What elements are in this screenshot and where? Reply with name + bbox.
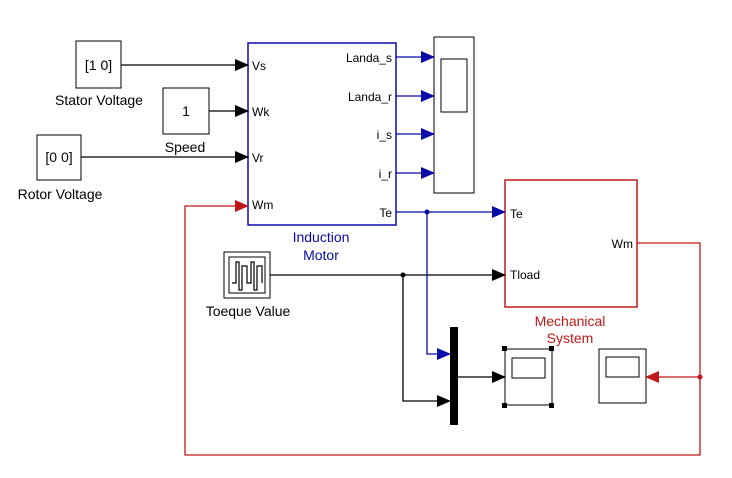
port-wk: Wk xyxy=(252,105,270,119)
port-landa-r: Landa_r xyxy=(348,90,392,104)
branch-point xyxy=(424,209,430,215)
stator-voltage-label: Stator Voltage xyxy=(55,92,143,108)
induction-motor-label-2: Motor xyxy=(303,247,339,263)
signal-te-to-mux xyxy=(426,212,451,360)
port-vs: Vs xyxy=(252,59,266,73)
scope-icon xyxy=(605,356,640,378)
rotor-voltage-block[interactable]: [0 0] xyxy=(36,134,82,181)
induction-motor-block[interactable]: Vs Wk Vr Wm Landa_s Landa_r i_s i_r Te xyxy=(247,42,397,226)
signal-wm-feedback xyxy=(184,200,701,456)
branch-point xyxy=(697,374,703,380)
signal-tload-to-mux xyxy=(402,275,451,407)
black-signal-lines xyxy=(81,59,506,407)
scope-icon xyxy=(511,357,546,379)
branch-point xyxy=(400,272,406,278)
stator-voltage-value: [1 0] xyxy=(85,57,112,73)
speed-label: Speed xyxy=(165,139,205,155)
scope-icon xyxy=(440,58,468,113)
speed-scope-block[interactable] xyxy=(598,348,647,404)
rotor-voltage-label: Rotor Voltage xyxy=(18,186,103,202)
stator-voltage-block[interactable]: [1 0] xyxy=(75,40,122,89)
port-mech-tload: Tload xyxy=(510,268,540,282)
port-vr: Vr xyxy=(252,151,264,165)
mechanical-system-block[interactable]: Te Tload Wm xyxy=(504,179,638,308)
selection-handle xyxy=(549,403,554,408)
port-landa-s: Landa_s xyxy=(346,51,392,65)
mechanical-system-label-2: System xyxy=(547,330,594,346)
torque-source-block[interactable] xyxy=(223,251,271,299)
port-wm: Wm xyxy=(252,198,273,212)
port-mech-te: Te xyxy=(510,207,523,221)
speed-value: 1 xyxy=(182,103,190,119)
selection-handle xyxy=(502,403,507,408)
rotor-voltage-value: [0 0] xyxy=(45,149,72,165)
speed-block[interactable]: 1 xyxy=(162,87,210,135)
torque-source-label: Toeque Value xyxy=(206,303,291,319)
port-i-s: i_s xyxy=(377,128,392,142)
red-signal-lines xyxy=(184,200,701,456)
port-te: Te xyxy=(379,206,392,220)
selection-handle xyxy=(502,346,507,351)
mux-bar[interactable] xyxy=(450,327,458,425)
port-mech-wm: Wm xyxy=(612,237,633,251)
induction-motor-label-1: Induction xyxy=(293,229,350,245)
main-scope-block[interactable] xyxy=(433,36,475,194)
port-i-r: i_r xyxy=(379,167,392,181)
blue-signal-lines xyxy=(396,51,506,360)
te-tload-scope-block[interactable] xyxy=(502,346,554,408)
pulse-generator-icon xyxy=(232,261,263,291)
mechanical-system-label-1: Mechanical xyxy=(535,313,606,329)
selection-handle xyxy=(549,346,554,351)
